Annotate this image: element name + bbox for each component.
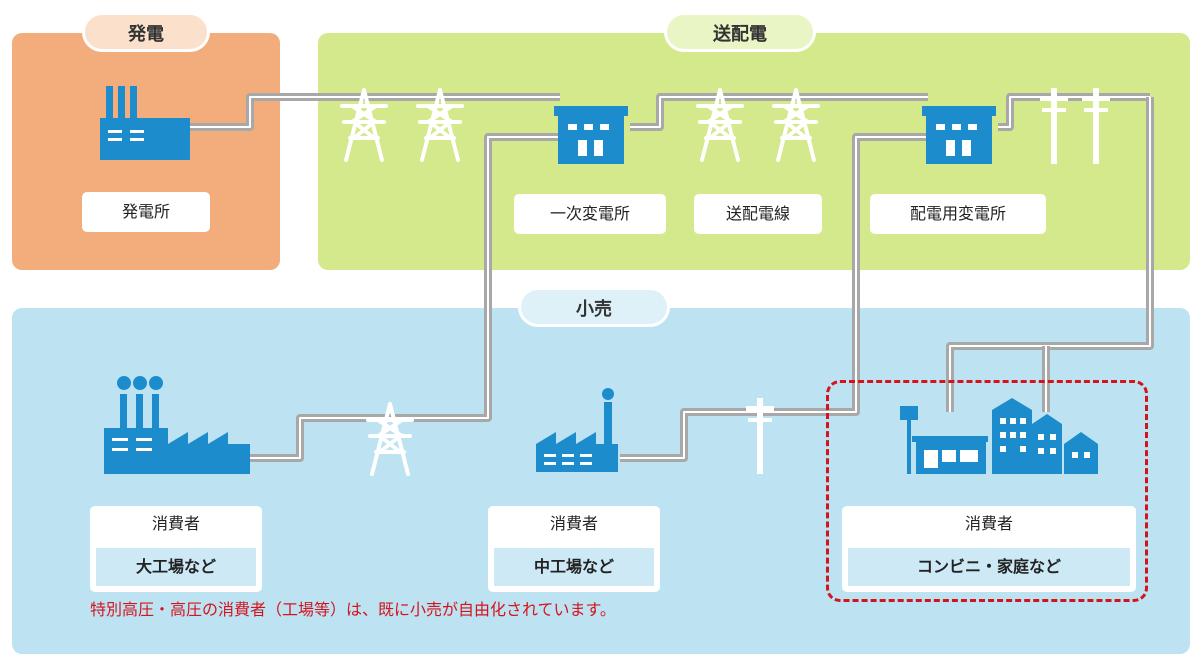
consumer-title: 消費者 bbox=[964, 514, 1013, 533]
transmission-section-title: 送配電 bbox=[664, 12, 816, 52]
utility-pole-icon bbox=[1082, 88, 1110, 164]
liberalization-note: 特別高圧・高圧の消費者（工場等）は、既に小売が自由化されています。 bbox=[90, 600, 616, 619]
primary-substation-label: 一次変電所 bbox=[514, 194, 666, 234]
pylon-icon bbox=[366, 402, 414, 476]
consumer-stores-homes: 消費者 コンビニ・家庭など bbox=[842, 506, 1136, 592]
pylon-icon bbox=[340, 88, 388, 162]
consumer-title: 消費者 bbox=[549, 514, 598, 533]
consumer-type: コンビニ・家庭など bbox=[848, 548, 1130, 586]
pylon-icon bbox=[772, 88, 820, 162]
consumer-title: 消費者 bbox=[151, 514, 200, 533]
substation-icon bbox=[554, 106, 628, 164]
consumer-type: 中工場など bbox=[494, 548, 654, 586]
utility-pole-icon bbox=[746, 398, 774, 474]
mid-factory-icon bbox=[536, 388, 618, 472]
consumer-type: 大工場など bbox=[96, 548, 256, 586]
power-plant-label: 発電所 bbox=[82, 192, 210, 232]
substation-icon bbox=[922, 106, 996, 164]
power-plant-icon bbox=[100, 86, 190, 160]
consumer-large-factory: 消費者 大工場など bbox=[90, 506, 262, 592]
retail-section-title: 小売 bbox=[518, 287, 670, 327]
store-and-houses-icon bbox=[900, 398, 1098, 474]
utility-pole-icon bbox=[1040, 88, 1068, 164]
retail-panel bbox=[12, 308, 1190, 654]
pylon-icon bbox=[416, 88, 464, 162]
generation-section-title: 発電 bbox=[82, 12, 210, 52]
pylon-icon bbox=[696, 88, 744, 162]
highlight-frame bbox=[826, 380, 1148, 602]
consumer-mid-factory: 消費者 中工場など bbox=[488, 506, 660, 592]
transmission-line-label: 送配電線 bbox=[694, 194, 822, 234]
large-factory-icon bbox=[104, 376, 250, 474]
distribution-substation-label: 配電用変電所 bbox=[870, 194, 1046, 234]
